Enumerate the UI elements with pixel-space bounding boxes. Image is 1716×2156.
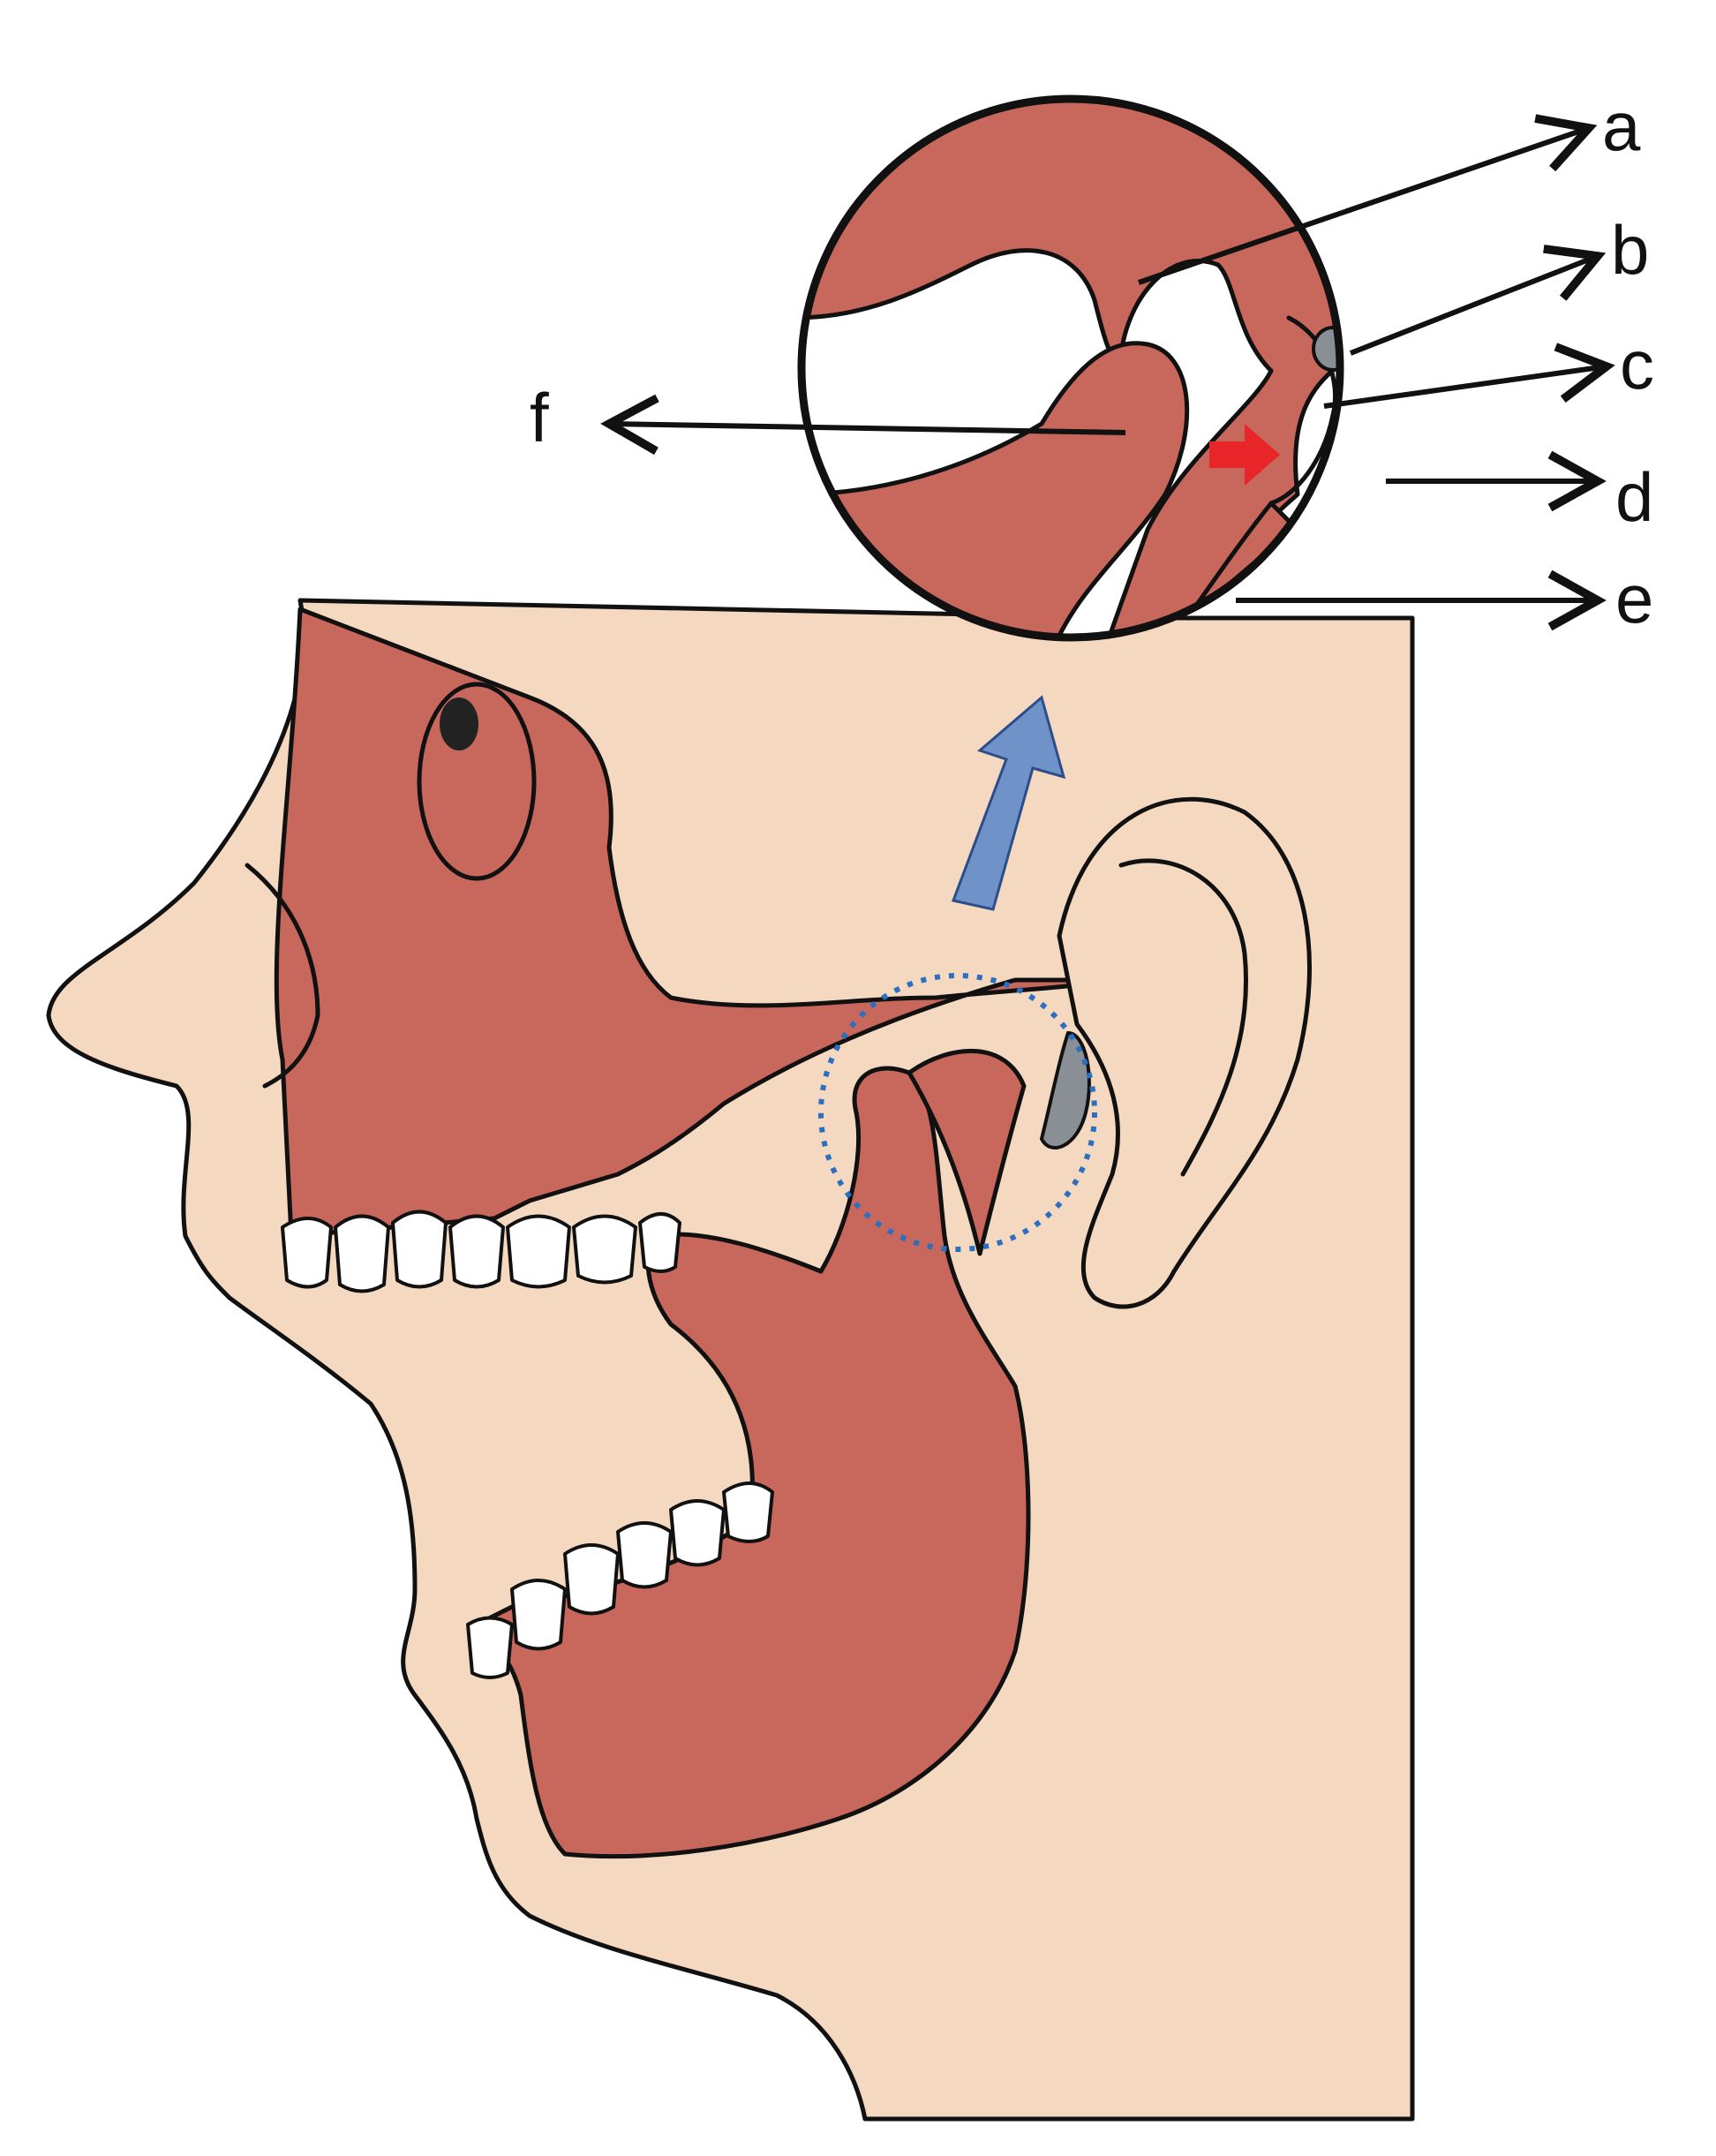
leader-c — [1323, 343, 1615, 409]
highlight-arrow — [1209, 424, 1280, 486]
ear-inner-fold — [1118, 858, 1249, 1177]
coronoid-process — [907, 1048, 1027, 1256]
upper-teeth — [281, 1210, 681, 1293]
label-b: b — [1611, 211, 1649, 289]
tooth — [334, 1214, 390, 1293]
label-e: e — [1615, 560, 1653, 637]
tooth — [510, 1579, 567, 1651]
label-c: c — [1620, 326, 1654, 403]
tmj-region-circle — [818, 973, 1097, 1252]
label-f: f — [530, 379, 549, 456]
ear-canal-opening — [1312, 326, 1340, 372]
tooth — [448, 1214, 505, 1289]
leader-b — [1349, 245, 1607, 356]
zoom-inset — [797, 94, 1344, 642]
nasal-aperture — [245, 863, 320, 1089]
tooth — [669, 1499, 726, 1567]
leader-f — [600, 394, 1126, 456]
label-a: a — [1602, 87, 1641, 165]
lower-teeth — [466, 1481, 774, 1679]
zoom-arrow — [951, 695, 1066, 911]
tooth — [563, 1543, 620, 1616]
ear — [1039, 796, 1312, 1309]
label-d: d — [1615, 458, 1653, 536]
ear-outline — [1057, 796, 1312, 1309]
tooth — [638, 1212, 681, 1273]
tooth — [466, 1616, 514, 1679]
tooth — [572, 1214, 637, 1285]
tooth — [722, 1481, 774, 1543]
mandible — [474, 1048, 1031, 1859]
tooth — [616, 1521, 673, 1589]
eye — [440, 697, 478, 750]
leader-a — [1138, 114, 1598, 285]
tooth — [281, 1217, 333, 1289]
tooth — [506, 1214, 571, 1289]
tooth — [391, 1210, 448, 1289]
